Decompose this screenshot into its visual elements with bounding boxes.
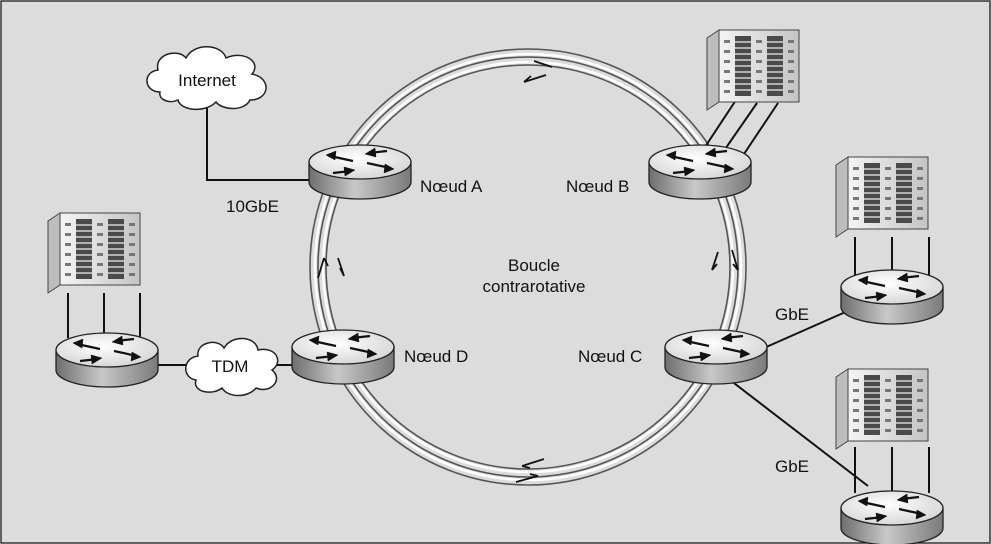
ring-arrow-right-icon [711,249,739,271]
cloud-icon [185,337,279,397]
router-node-b [647,143,753,201]
ring-label-line1: Boucle [508,256,560,275]
router-node-d [290,328,396,386]
gbe-upper-label: GbE [775,305,809,324]
ring-direction-arrows [317,60,739,483]
ring-label-line2: contrarotative [483,277,586,296]
router-right-upper [839,268,945,326]
gbe-lower-link [729,379,869,487]
node-c-label: Nœud C [578,347,642,366]
internet-link [206,96,309,181]
internet-label: Internet [178,71,236,90]
router-icon [663,328,769,386]
internet-cloud: Internet [146,46,267,111]
node-a-label: Nœud A [420,177,483,196]
cloud-icon [146,46,267,111]
router-node-c [663,328,769,386]
tdm-label: TDM [212,357,249,376]
building-top-right-icon [706,29,800,111]
router-icon [839,268,945,326]
building-left-icon [47,212,141,294]
router-icon [647,143,753,201]
tdm-cloud: TDM [185,337,279,397]
router-node-a [307,143,413,201]
router-right-lower [839,489,945,544]
node-b-label: Nœud B [566,177,629,196]
building-right-upper-icon [835,156,929,238]
router-icon [307,143,413,201]
router-left [54,331,160,389]
gbe-lower-label: GbE [775,457,809,476]
building-right-lower-icon [835,368,929,450]
router-icon [290,328,396,386]
router-icon [839,489,945,544]
ring-arrow-bottom-icon [515,458,545,483]
router-icon [54,331,160,389]
ring-arrow-top-icon [523,60,553,83]
internet-link-label: 10GbE [226,197,279,216]
counter-rotating-ring [309,48,747,486]
node-d-label: Nœud D [404,347,468,366]
ring-arrow-left-icon [317,257,345,279]
gbe-upper-link [763,309,851,349]
